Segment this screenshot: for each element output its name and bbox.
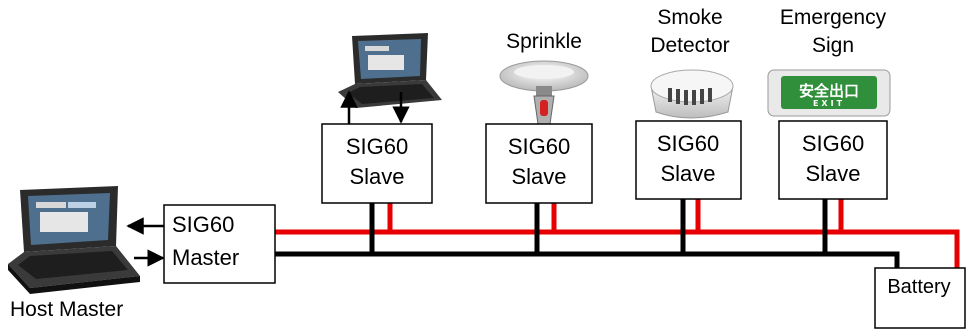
sig60-slave1-box: SIG60 Slave [321,123,433,204]
slave2-label-line1: SIG60 [508,134,570,159]
slave3-label-line2: Slave [660,161,715,186]
host-master-caption: Host Master [10,298,123,321]
smoke-detector-label-line2: Detector [650,34,729,57]
battery-box: Battery [874,267,966,329]
slave1-laptop-icon [338,33,442,108]
exit-sign-chinese: 安全出口 [799,82,859,100]
slave3-label-line1: SIG60 [657,131,719,156]
sig60-slave2-box: SIG60 Slave [485,123,593,204]
master-label-line2: Master [172,245,239,270]
emergency-sign-label-line1: Emergency [780,6,887,29]
slave1-label-line2: Slave [349,164,404,189]
exit-sign-icon: 安全出口 EXIT [767,69,891,117]
smoke-detector-icon [650,69,734,119]
master-label-line1: SIG60 [172,212,234,237]
emergency-sign-label-line2: Sign [812,34,854,57]
sprinkler-icon [499,60,589,129]
positive-bus-wire [275,229,960,268]
smoke-detector-label-line1: Smoke [657,6,722,29]
slave1-label-line1: SIG60 [346,134,408,159]
slave2-label-line2: Slave [511,164,566,189]
sig60-master-box: SIG60 Master [163,204,276,284]
exit-sign-english: EXIT [813,99,845,108]
bus-wires [275,199,960,268]
battery-label: Battery [887,276,950,298]
host-laptop-icon [8,186,140,294]
sig60-slave3-box: SIG60 Slave [635,120,742,200]
sig60-slave4-box: SIG60 Slave [778,120,888,200]
slave4-label-line1: SIG60 [802,131,864,156]
slave4-label-line2: Slave [805,161,860,186]
ground-bus-wire [275,251,900,268]
sprinkle-label: Sprinkle [506,30,582,53]
